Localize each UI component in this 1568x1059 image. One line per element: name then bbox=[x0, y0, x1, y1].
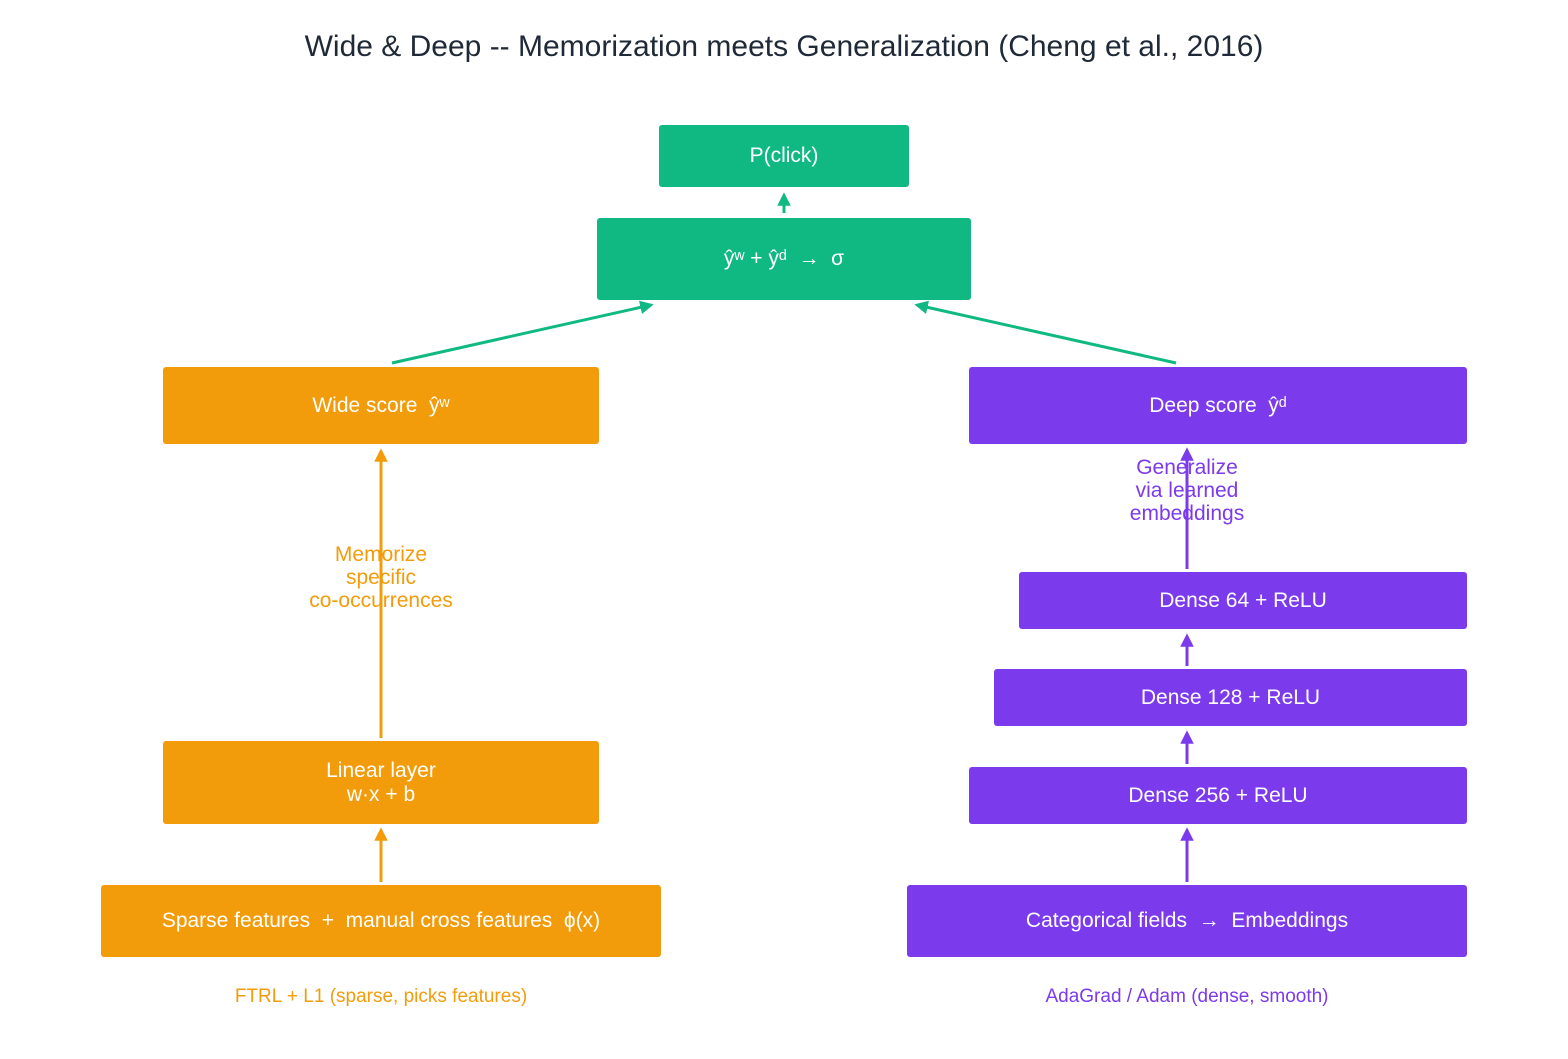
deep-optimizer-caption: AdaGrad / Adam (dense, smooth) bbox=[1045, 986, 1329, 1007]
linear-layer-label: Linear layer bbox=[326, 758, 436, 782]
dense-64-label: Dense 64 + ReLU bbox=[1159, 588, 1327, 612]
sparse-features-label: Sparse features + manual cross features … bbox=[161, 909, 601, 932]
wide-note-line1: Memorize bbox=[334, 543, 428, 566]
wide-note-line3: co-occurrences bbox=[309, 589, 453, 612]
deep-note-line1: Generalize bbox=[1136, 456, 1238, 479]
sparse-features-box: Sparse features + manual cross features … bbox=[101, 885, 661, 957]
arrow-deep-to-combine bbox=[914, 300, 1177, 365]
dense-64-box: Dense 64 + ReLU bbox=[1019, 572, 1467, 629]
deep-score-box: Deep score ŷᵈ bbox=[969, 367, 1467, 444]
diagram-title: Wide & Deep -- Memorization meets Genera… bbox=[304, 30, 1264, 63]
dense-256-box: Dense 256 + ReLU bbox=[969, 767, 1467, 824]
wide-note-line2: specific bbox=[345, 566, 417, 589]
pclick-box: P(click) bbox=[659, 125, 909, 187]
deep-note-line2: via learned bbox=[1135, 479, 1239, 502]
dense-128-box: Dense 128 + ReLU bbox=[994, 669, 1467, 726]
wide-score-box: Wide score ŷʷ bbox=[163, 367, 599, 444]
combine-box: ŷʷ + ŷᵈ → σ bbox=[597, 218, 971, 300]
deep-score-label: Deep score ŷᵈ bbox=[1149, 393, 1287, 417]
combine-label: ŷʷ + ŷᵈ → σ bbox=[723, 247, 845, 270]
deep-note: Generalize via learned embeddings bbox=[1087, 456, 1287, 525]
linear-layer-box: Linear layer w·x + b bbox=[163, 741, 599, 824]
deep-note-line3: embeddings bbox=[1129, 502, 1245, 525]
embeddings-box: Categorical fields → Embeddings bbox=[907, 885, 1467, 957]
wide-optimizer-caption: FTRL + L1 (sparse, picks features) bbox=[234, 986, 528, 1007]
linear-layer-formula: w·x + b bbox=[346, 782, 416, 806]
embeddings-label: Categorical fields → Embeddings bbox=[1025, 909, 1349, 932]
dense-256-label: Dense 256 + ReLU bbox=[1128, 783, 1308, 807]
wide-score-label: Wide score ŷʷ bbox=[312, 393, 450, 417]
wide-note: Memorize specific co-occurrences bbox=[281, 543, 481, 612]
dense-128-label: Dense 128 + ReLU bbox=[1140, 685, 1321, 709]
pclick-label: P(click) bbox=[749, 144, 819, 167]
arrow-wide-to-combine bbox=[391, 300, 654, 365]
